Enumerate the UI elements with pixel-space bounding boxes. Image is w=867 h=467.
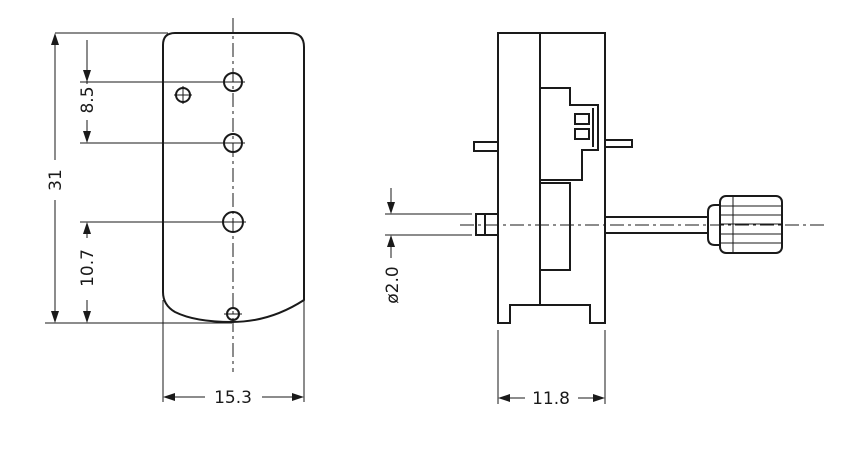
mounting-holes <box>174 72 246 321</box>
front-view: 31 8.5 10.7 15.3 <box>45 18 305 408</box>
dimension-side-width: 11.8 <box>498 389 605 409</box>
dimension-height-label: 31 <box>46 169 66 191</box>
dimension-side-width-label: 11.8 <box>532 389 570 409</box>
dimension-front-width: 15.3 <box>163 388 304 408</box>
dimension-hole-pitch-top-label: 8.5 <box>78 86 98 113</box>
dimension-hole-pitch-bottom-label: 10.7 <box>78 249 98 287</box>
dimension-shaft-diameter-label: ø2.0 <box>383 266 403 303</box>
side-terminal-bottom <box>574 128 590 140</box>
dimension-height: 31 <box>46 33 66 323</box>
dimension-hole-pitch-bottom: 10.7 <box>78 222 98 323</box>
side-base-plate <box>497 32 606 324</box>
dimension-hole-pitch-top: 8.5 <box>78 40 98 143</box>
shaft-knob <box>707 195 783 254</box>
rear-shaft-stub <box>475 213 498 236</box>
side-pin-right <box>605 139 633 148</box>
side-pin-left <box>473 141 498 152</box>
side-view: ø2.0 11.8 <box>383 32 826 409</box>
side-terminal-top <box>574 113 590 125</box>
front-view-outline <box>162 32 305 324</box>
dimension-front-width-label: 15.3 <box>214 388 252 408</box>
dimension-shaft-diameter: ø2.0 <box>383 188 403 304</box>
